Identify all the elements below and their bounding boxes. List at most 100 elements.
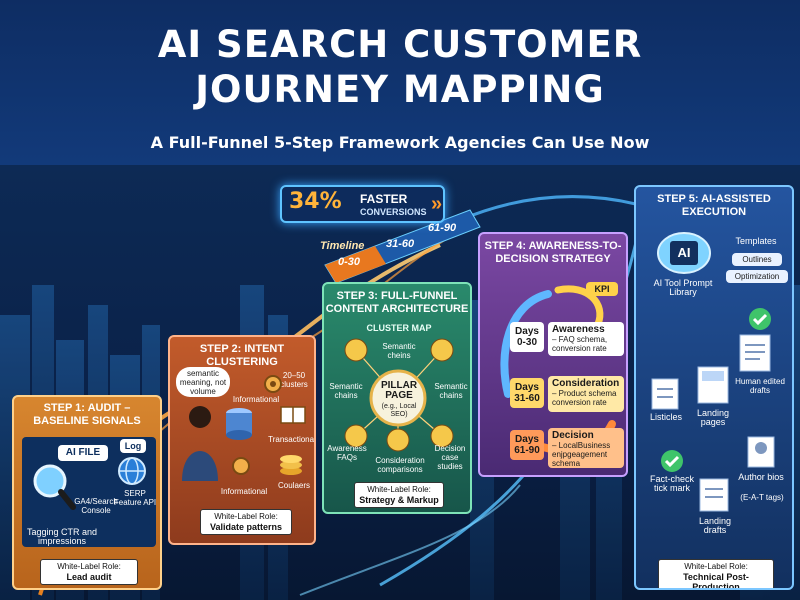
coulaers-label: Coulaers — [277, 481, 310, 490]
conversion-banner: 34% FASTER CONVERSIONS » — [280, 185, 445, 223]
header: AI SEARCH CUSTOMER JOURNEY MAPPING A Ful… — [0, 0, 800, 165]
console-label: GA4/Search Console — [74, 497, 118, 515]
coins-icon — [280, 455, 302, 475]
awareness-stage: Awareness — [552, 324, 605, 335]
step5-panel: STEP 5: AI-ASSISTED EXECUTION AI Templat… — [634, 185, 794, 590]
database-icon — [226, 408, 252, 440]
consideration-card: Consideration – Product schema conversio… — [548, 376, 624, 412]
banner-line-2: CONVERSIONS — [360, 207, 427, 217]
informational-label-2: Informational — [220, 487, 268, 496]
decision-label: Decision case studies — [434, 444, 466, 471]
consideration-label: Consideration comparisons — [375, 456, 425, 474]
page-subtitle: A Full-Funnel 5-Step Framework Agencies … — [150, 133, 650, 152]
tagging-note: Tagging CTR and impressions — [26, 527, 98, 546]
decision-detail: – LocalBusiness enjpgeagement schema — [552, 441, 611, 468]
listicles-label: Listicles — [649, 412, 682, 422]
ai-file-label: AI FILE — [58, 445, 108, 461]
timeline-segment-2: 31-60 — [386, 238, 415, 250]
brain-icon — [657, 232, 711, 274]
step3-title: STEP 3: FULL-FUNNEL CONTENT ARCHITECTURE — [324, 290, 470, 316]
banner-stat: 34% — [289, 189, 342, 214]
check-icon — [749, 308, 771, 330]
kpi-badge: KPI — [586, 282, 618, 296]
step5-title-line-2: EXECUTION — [681, 206, 747, 218]
days-61-90-badge: Days 61-90 — [510, 430, 544, 460]
book-icon — [280, 406, 306, 424]
magnifier-icon — [33, 464, 76, 510]
days-31-60-badge: Days 31-60 — [510, 378, 544, 408]
step2-title: STEP 2: INTENT CLUSTERING — [199, 343, 285, 368]
step3-title-line-1: STEP 3: FULL-FUNNEL — [336, 290, 458, 302]
awareness-faqs-label: Awareness FAQs — [327, 444, 367, 462]
step1-title-line-1: STEP 1: AUDIT – — [43, 402, 131, 414]
pillar-page-label: PILLAR PAGE — [370, 381, 428, 401]
optimization-chip: Optimization — [726, 270, 788, 283]
step2-panel: STEP 2: INTENT CLUSTERING semantic meani… — [168, 335, 316, 545]
cluster-map-diagram — [344, 338, 454, 452]
semantic-top-label: Semantic cheins — [382, 342, 416, 360]
step3-role-value: Strategy & Markup — [359, 495, 439, 505]
step3-title-line-2: CONTENT ARCHITECTURE — [325, 303, 469, 315]
semantic-right-label: Semantic chains — [434, 382, 468, 400]
chevron-right-icon: » — [431, 193, 443, 215]
templates-label: Templates — [735, 236, 777, 246]
step2-role-value: Validate patterns — [209, 522, 283, 532]
step1-role-title: White-Label Role: — [57, 562, 121, 571]
step4-title-line-2: DECISION STRATEGY — [495, 253, 611, 265]
person-icon — [182, 406, 218, 481]
outlines-chip: Outlines — [732, 253, 782, 266]
awareness-card: Awareness – FAQ schema, conversion rate — [548, 322, 624, 356]
clusters-label: 20–50 clusters — [280, 371, 308, 389]
author-bio-icon — [747, 436, 775, 468]
gears-icon — [264, 375, 282, 393]
pillar-sub-label: (e.g., Local SEO) — [381, 403, 417, 418]
step3-role-badge: White-Label Role: Strategy & Markup — [354, 482, 444, 508]
step1-panel: STEP 1: AUDIT – BASELINE SIGNALS AI FILE… — [12, 395, 162, 590]
title-line-1: AI SEARCH CUSTOMER — [157, 23, 643, 66]
prompt-library-label: AI Tool Prompt Library — [653, 278, 713, 297]
step1-title: STEP 1: AUDIT – BASELINE SIGNALS — [14, 402, 160, 428]
step5-role-badge: White-Label Role: Technical Post-Product… — [658, 559, 774, 590]
consideration-stage: Consideration — [552, 378, 620, 389]
human-drafts-label: Human edited drafts — [735, 377, 785, 395]
gear-icon — [232, 457, 250, 475]
decision-stage: Decision — [552, 430, 594, 441]
landing-pages-label: Landing pages — [696, 408, 730, 427]
step1-role-badge: White-Label Role: Lead audit — [40, 559, 138, 585]
landing-draft-icon — [699, 478, 729, 512]
ai-label: AI — [677, 245, 691, 260]
step5-role-value: Technical Post-Production — [683, 572, 749, 590]
fact-check-label: Fact-check tick mark — [649, 474, 694, 493]
listicle-doc-icon — [651, 378, 679, 410]
thought-bubble: semantic meaning, not volume — [176, 367, 230, 397]
step4-panel: STEP 4: AWARENESS-TO- DECISION STRATEGY … — [478, 232, 628, 477]
step5-title-line-1: STEP 5: AI-ASSISTED — [657, 193, 771, 205]
landing-drafts-label: Landing drafts — [698, 516, 732, 535]
serp-label: SERP Feature API — [113, 489, 157, 507]
step5-role-title: White-Label Role: — [684, 562, 748, 571]
step2-role-title: White-Label Role: — [214, 512, 278, 521]
pillar-line-2: PAGE — [385, 390, 413, 401]
timeline-segment-1: 0-30 — [338, 256, 361, 268]
banner-line-1: FASTER — [360, 192, 408, 206]
log-label: Log — [120, 439, 146, 453]
title-line-2: JOURNEY MAPPING — [195, 68, 605, 111]
awareness-detail: – FAQ schema, conversion rate — [552, 335, 608, 353]
globe-icon — [118, 457, 146, 485]
step3-panel: STEP 3: FULL-FUNNEL CONTENT ARCHITECTURE… — [322, 282, 472, 514]
step1-title-line-2: BASELINE SIGNALS — [33, 415, 141, 427]
document-icon — [739, 334, 771, 372]
days-0-30-badge: Days 0-30 — [510, 322, 544, 352]
semantic-left-label: Semantic chains — [329, 382, 363, 400]
decision-card: Decision – LocalBusiness enjpgeagement s… — [548, 428, 624, 468]
informational-label-1: Informational — [232, 395, 280, 404]
timeline-segment-3: 61-90 — [428, 222, 457, 234]
fact-check-icon — [661, 450, 683, 472]
step4-title: STEP 4: AWARENESS-TO- DECISION STRATEGY — [480, 240, 626, 266]
cluster-map-label: CLUSTER MAP — [366, 323, 432, 333]
landing-page-icon — [697, 366, 729, 404]
consideration-detail: – Product schema conversion rate — [552, 389, 617, 407]
step5-title: STEP 5: AI-ASSISTED EXECUTION — [636, 193, 792, 219]
step1-role-value: Lead audit — [66, 572, 112, 582]
